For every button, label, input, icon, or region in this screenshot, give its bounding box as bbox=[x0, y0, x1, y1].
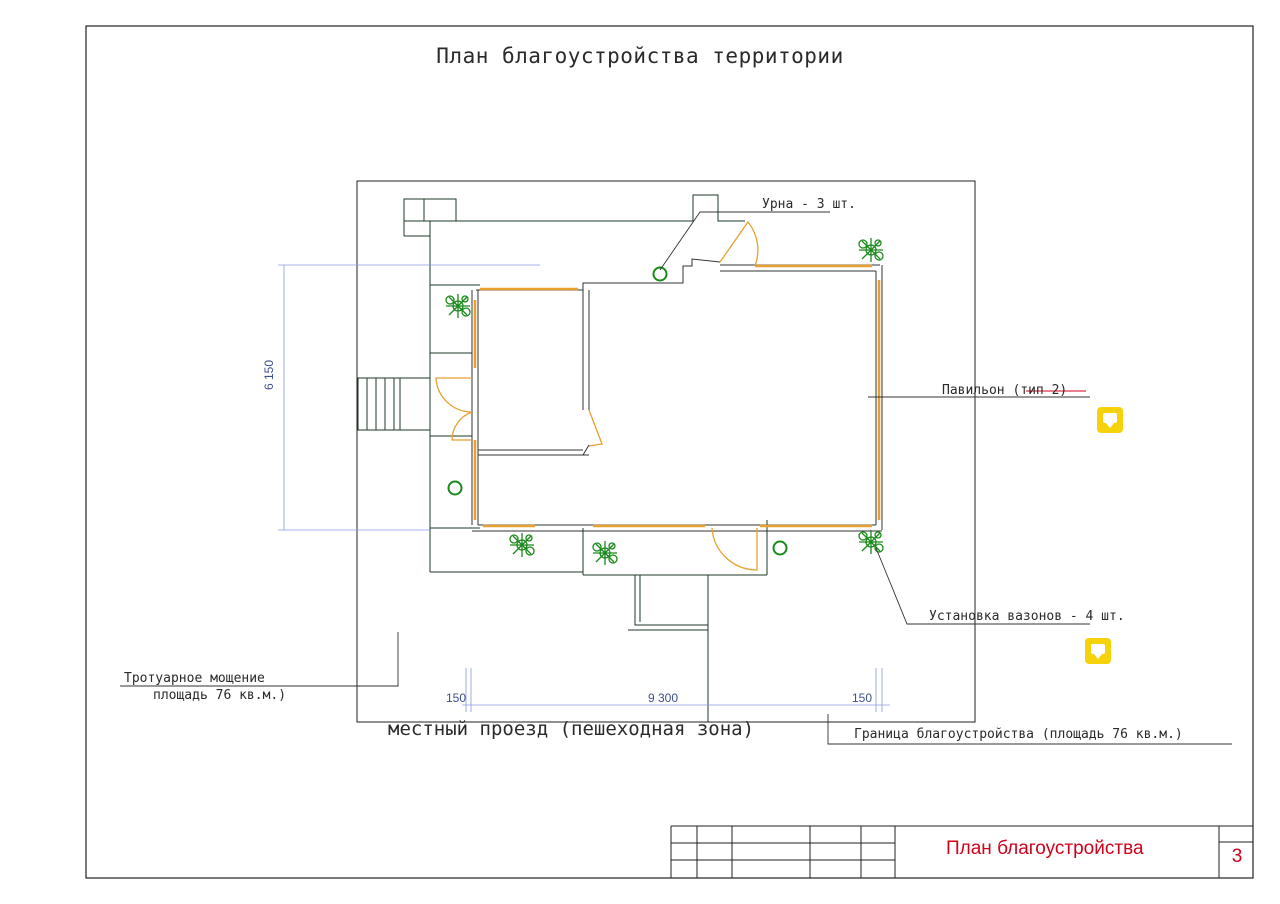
sheet-title: План благоустройства bbox=[946, 838, 1144, 859]
drawing-title: План благоустройства территории bbox=[436, 44, 844, 68]
dim-right-offset: 150 bbox=[852, 691, 873, 705]
planters-label: Установка вазонов - 4 шт. bbox=[929, 609, 1125, 624]
pavilion-label: Павильон (тип 2) bbox=[942, 383, 1068, 398]
sheet-frame bbox=[85, 25, 1254, 879]
dim-left-offset: 150 bbox=[446, 691, 467, 705]
chat-icon[interactable] bbox=[1097, 407, 1123, 433]
paving-label-line1: Тротуарное мощение bbox=[124, 671, 265, 686]
chat-icon[interactable] bbox=[1085, 638, 1111, 664]
dimension-lines bbox=[278, 264, 890, 712]
window-segments bbox=[473, 264, 881, 528]
leader-lines bbox=[120, 211, 1232, 745]
building-walls bbox=[471, 258, 883, 532]
boundary-rect bbox=[356, 180, 976, 723]
boundary-label: Граница благоустройства (площадь 76 кв.м… bbox=[854, 727, 1183, 742]
road-label: местный проезд (пешеходная зона) bbox=[388, 718, 755, 740]
dim-width: 9 300 bbox=[648, 691, 679, 705]
title-block bbox=[670, 825, 1253, 878]
dim-height: 6 150 bbox=[262, 359, 276, 390]
sheet-number: 3 bbox=[1231, 846, 1243, 867]
urn-markers bbox=[447, 266, 788, 556]
paving-label-line2: площадь 76 кв.м.) bbox=[153, 688, 287, 703]
planter-symbols bbox=[445, 238, 884, 565]
doors bbox=[435, 220, 759, 571]
paving-outline bbox=[357, 194, 883, 722]
urn-label: Урна - 3 шт. bbox=[762, 197, 856, 212]
